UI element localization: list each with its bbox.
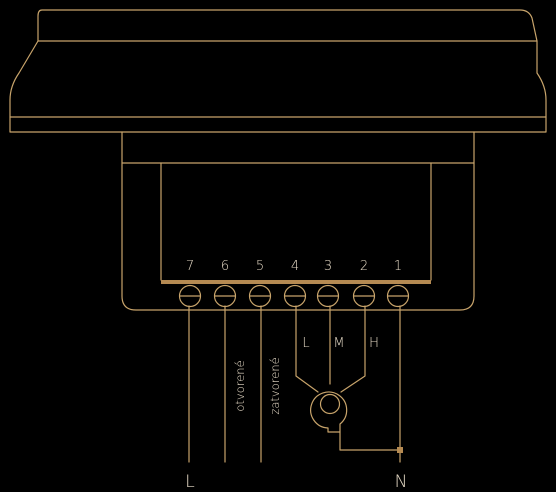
supply-neutral-label: N bbox=[395, 472, 408, 492]
speed-label-medium: M bbox=[333, 336, 344, 351]
terminal-numbers: 7 6 5 4 3 2 1 bbox=[186, 259, 402, 274]
valve-open-label: otvorené bbox=[233, 360, 247, 411]
wire-speed-low bbox=[295, 305, 319, 393]
housing-front-body bbox=[9, 40, 547, 133]
terminal-screw-5 bbox=[248, 284, 272, 308]
thermostat-housing bbox=[9, 9, 547, 311]
terminal-screw-2 bbox=[352, 284, 376, 308]
terminal-bar bbox=[161, 280, 431, 284]
terminal-screw-3 bbox=[316, 284, 340, 308]
terminal-screw-4 bbox=[283, 284, 307, 308]
neutral-junction bbox=[397, 447, 403, 453]
terminal-block: 7 6 5 4 3 2 1 bbox=[161, 259, 431, 308]
terminal-screw-6 bbox=[213, 284, 237, 308]
fan-motor-icon bbox=[310, 391, 348, 433]
fan-motor-housing bbox=[310, 391, 348, 433]
valve-closed-label: zatvorené bbox=[268, 357, 282, 414]
housing-top-cap bbox=[37, 9, 538, 42]
terminal-number-4: 4 bbox=[291, 259, 299, 274]
wiring bbox=[188, 305, 403, 463]
terminal-number-7: 7 bbox=[186, 259, 194, 274]
terminal-number-5: 5 bbox=[256, 259, 264, 274]
terminal-number-1: 1 bbox=[394, 259, 402, 274]
housing-rear-box bbox=[121, 131, 475, 311]
terminal-screw-7 bbox=[178, 284, 202, 308]
terminal-screws bbox=[178, 284, 410, 308]
supply-line-label: L bbox=[185, 472, 194, 492]
fan-motor-rotor bbox=[319, 393, 341, 415]
wire-speed-high bbox=[340, 305, 366, 393]
speed-label-low: L bbox=[302, 336, 309, 351]
terminal-screw-1 bbox=[386, 284, 410, 308]
speed-label-high: H bbox=[369, 336, 379, 351]
terminal-number-6: 6 bbox=[221, 259, 229, 274]
terminal-number-3: 3 bbox=[324, 259, 332, 274]
terminal-number-2: 2 bbox=[360, 259, 368, 274]
wire-fan-return bbox=[339, 431, 401, 451]
